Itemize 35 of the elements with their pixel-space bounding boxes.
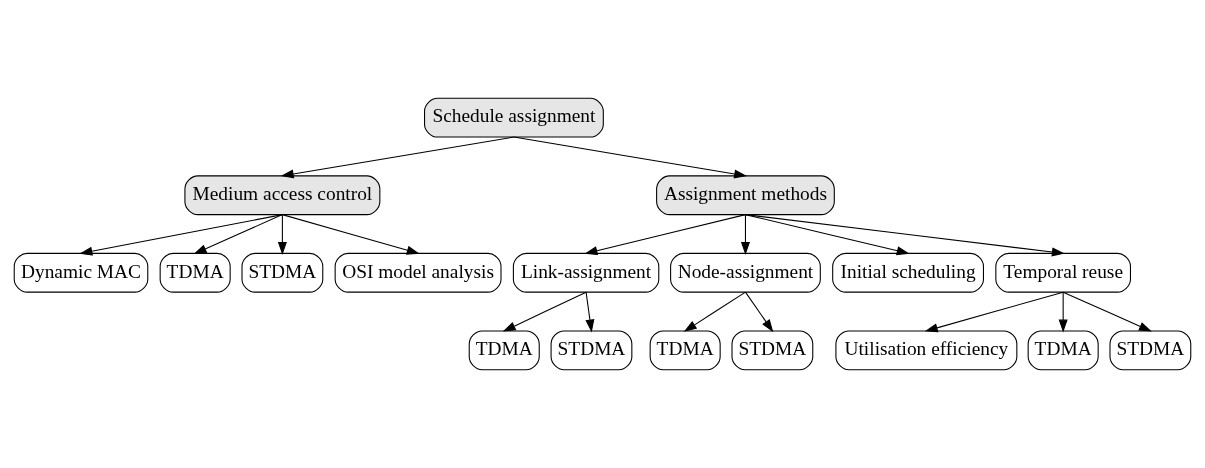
node-box: Assignment methods (656, 175, 835, 216)
arrow (280, 136, 515, 179)
arrow (1058, 291, 1068, 333)
node-box: TDMA (468, 330, 540, 371)
arrow (281, 214, 420, 255)
arrow (683, 291, 746, 332)
node-box: STDMA (731, 330, 814, 371)
arrow (79, 214, 283, 256)
arrow (277, 214, 287, 255)
node-box: Dynamic MAC (13, 252, 149, 293)
node-box: Schedule assignment (424, 97, 604, 138)
node-box: Link-assignment (512, 252, 660, 293)
arrow (924, 291, 1064, 333)
node-box: TDMA (159, 252, 231, 293)
node-box: Utilisation efficiency (835, 330, 1018, 371)
node-box: Initial scheduling (832, 252, 984, 293)
node-box: TDMA (649, 330, 721, 371)
node-box: Node-assignment (670, 252, 821, 293)
node-box: STDMA (1109, 330, 1192, 371)
node-box: STDMA (241, 252, 324, 293)
arrow (1062, 291, 1152, 332)
arrow (740, 214, 750, 255)
arrow (744, 214, 1065, 257)
node-box: Medium access control (184, 175, 381, 216)
node-box: TDMA (1027, 330, 1099, 371)
arrow (502, 291, 587, 332)
node-box: OSI model analysis (334, 252, 502, 293)
arrow (744, 214, 910, 256)
arrow (744, 291, 774, 333)
arrow (584, 214, 746, 256)
arrow (513, 136, 748, 179)
node-box: Temporal reuse (995, 252, 1131, 293)
arrow (193, 214, 283, 255)
node-box: STDMA (550, 330, 633, 371)
arrow (585, 291, 595, 333)
